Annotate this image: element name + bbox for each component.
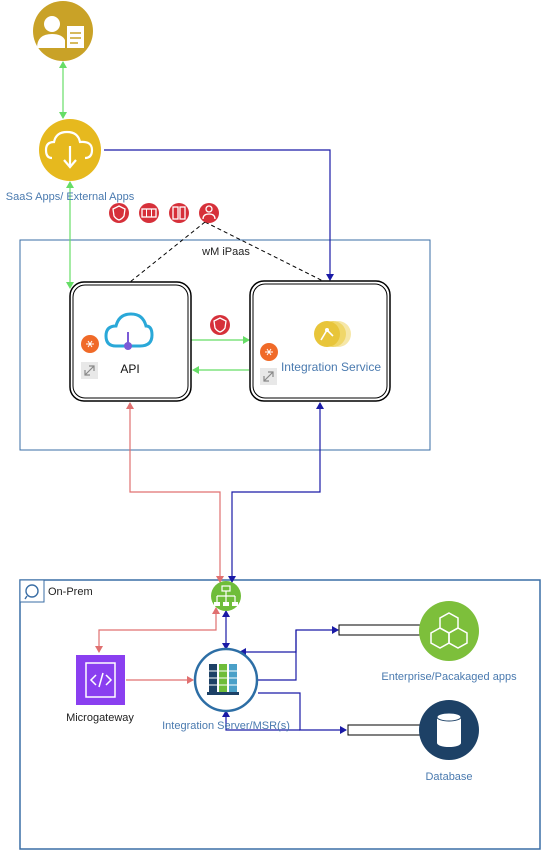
database-label: Database <box>425 771 472 783</box>
network-hub-icon <box>211 581 241 611</box>
api-label: API <box>120 362 139 376</box>
edge-api-hub <box>126 402 224 583</box>
shield-badge-icon <box>210 315 230 335</box>
integration-service-box-inner <box>252 283 388 399</box>
edge-saas-is <box>104 149 334 281</box>
enterprise-label: Enterprise/Pacakaged apps <box>381 671 517 683</box>
server-grid-icon <box>193 647 259 713</box>
integration-service-label: Integration Service <box>281 360 381 374</box>
policy-orange-icon <box>81 335 99 353</box>
edge-policy-api <box>129 221 206 283</box>
api-box-outer <box>69 281 192 402</box>
cloud-download-icon <box>39 119 101 181</box>
edge-isrv-enterprise <box>239 630 297 656</box>
edge-db-isrv <box>222 710 300 731</box>
edge-hub-micro <box>95 607 220 653</box>
edge-is-hub <box>228 402 324 583</box>
shield-badge-icon <box>109 203 129 223</box>
firewall-badge-icon <box>169 203 189 223</box>
integration-service-icon <box>314 321 351 347</box>
user-lock-badge-icon <box>199 203 219 223</box>
refresh-icon <box>24 584 39 600</box>
expand-icon[interactable] <box>81 362 98 379</box>
enterprise-connector <box>338 624 430 636</box>
edge-policy-is <box>204 221 326 283</box>
onprem-tab <box>19 579 45 603</box>
integration-server-label: Integration Server/MSR(s) <box>162 720 290 732</box>
edge-isrv-enterprise-out <box>258 626 339 681</box>
edge-isrv-db <box>258 692 347 734</box>
cloud-api-icon <box>104 312 154 350</box>
database-icon <box>419 700 479 760</box>
ipaas-container <box>19 239 431 451</box>
code-gateway-icon <box>76 655 125 705</box>
ipaas-label: wM iPaas <box>201 246 250 258</box>
expand-icon[interactable] <box>260 368 277 385</box>
queue-badge-icon <box>139 203 159 223</box>
onprem-label: On-Prem <box>48 586 93 598</box>
policy-orange-icon <box>260 343 278 361</box>
microgateway-label: Microgateway <box>66 712 134 724</box>
api-box-inner <box>72 284 189 399</box>
saas-label: SaaS Apps/ External Apps <box>6 191 135 203</box>
user-document-icon <box>33 1 93 61</box>
cubes-icon <box>419 601 479 661</box>
